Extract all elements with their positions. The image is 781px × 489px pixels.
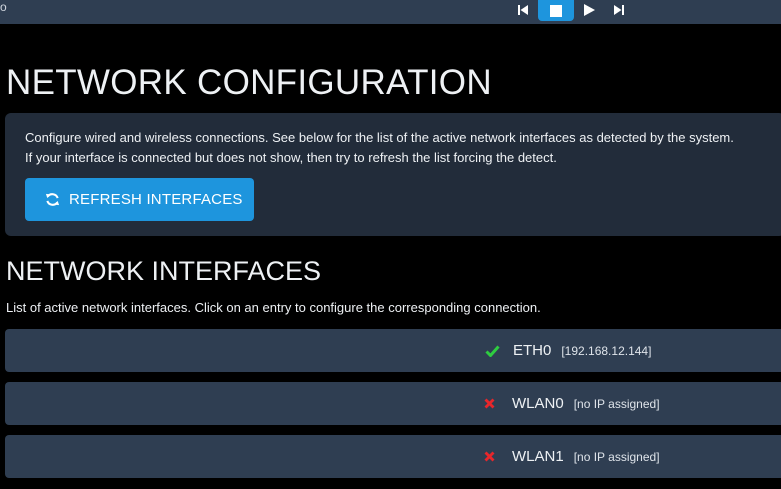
refresh-interfaces-button[interactable]: REFRESH INTERFACES	[25, 178, 254, 221]
info-text-line-1: Configure wired and wireless connections…	[25, 130, 734, 145]
interface-ip: [no IP assigned]	[573, 396, 660, 411]
skip-previous-button[interactable]	[508, 0, 538, 20]
skip-previous-icon	[518, 5, 528, 15]
stop-icon	[550, 4, 562, 17]
section-description: List of active network interfaces. Click…	[6, 300, 541, 315]
interface-ip: [no IP assigned]	[573, 449, 660, 464]
interface-name: ETH0	[513, 342, 552, 359]
top-bar: o	[0, 0, 781, 24]
refresh-interfaces-label: REFRESH INTERFACES	[69, 191, 243, 208]
info-text-line-2: If your interface is connected but does …	[25, 150, 557, 165]
play-icon	[584, 4, 595, 16]
interface-row-eth0[interactable]: ETH0 [192.168.12.144]	[5, 329, 781, 372]
check-icon	[485, 345, 507, 357]
player-controls	[508, 0, 634, 22]
interface-name: WLAN1	[512, 448, 564, 465]
interface-name: WLAN0	[512, 395, 564, 412]
refresh-icon	[45, 193, 60, 206]
play-button[interactable]	[574, 0, 604, 20]
page-title: NETWORK CONFIGURATION	[6, 63, 492, 102]
stop-button[interactable]	[538, 0, 574, 21]
interface-row-wlan1[interactable]: WLAN1 [no IP assigned]	[5, 435, 781, 478]
skip-next-button[interactable]	[604, 0, 634, 20]
top-bar-left-glyph: o	[0, 0, 7, 14]
skip-next-icon	[614, 5, 624, 15]
interface-row-wlan0[interactable]: WLAN0 [no IP assigned]	[5, 382, 781, 425]
cross-icon	[484, 398, 506, 409]
interface-ip: [192.168.12.144]	[561, 343, 652, 358]
section-title-interfaces: NETWORK INTERFACES	[6, 256, 322, 286]
cross-icon	[484, 451, 506, 462]
info-panel: Configure wired and wireless connections…	[5, 113, 781, 236]
